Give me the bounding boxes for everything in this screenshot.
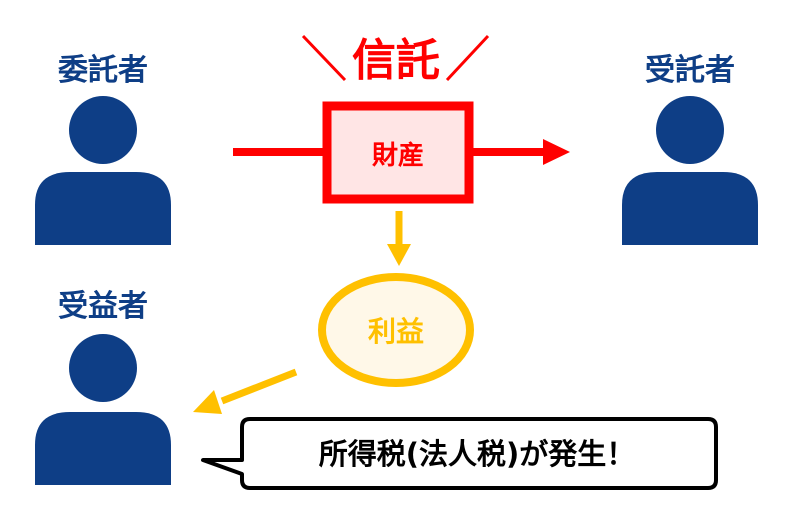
- emphasis-line-right: [445, 34, 490, 82]
- person-icon: [656, 96, 724, 164]
- person-icon: [69, 96, 137, 164]
- beneficiary-label: 受益者: [58, 289, 148, 324]
- emphasis-line-left: [301, 34, 347, 82]
- settlor-figure: 委託者: [35, 53, 171, 245]
- distribution-line: [220, 368, 298, 405]
- beneficiary-figure: 受益者: [35, 289, 171, 485]
- property-box: [322, 101, 474, 204]
- property-label: 財産: [372, 140, 424, 171]
- trust-title: 信託: [352, 35, 440, 86]
- arrow-head-icon: [543, 139, 570, 165]
- trustee-label: 受託者: [645, 53, 735, 88]
- trustee-figure: 受託者: [622, 53, 758, 245]
- arrow-down-icon: [387, 244, 411, 266]
- person-body-icon: [35, 172, 171, 245]
- arrow-head-icon: [193, 390, 222, 414]
- profit-label: 利益: [368, 315, 424, 348]
- callout-bubble: [201, 417, 718, 490]
- settlor-label: 委託者: [58, 53, 148, 88]
- person-body-icon: [35, 412, 171, 485]
- person-body-icon: [622, 172, 758, 245]
- callout-text: 所得税(法人税)が発生！: [319, 437, 636, 471]
- profit-ellipse: [318, 273, 474, 387]
- person-icon: [69, 334, 137, 402]
